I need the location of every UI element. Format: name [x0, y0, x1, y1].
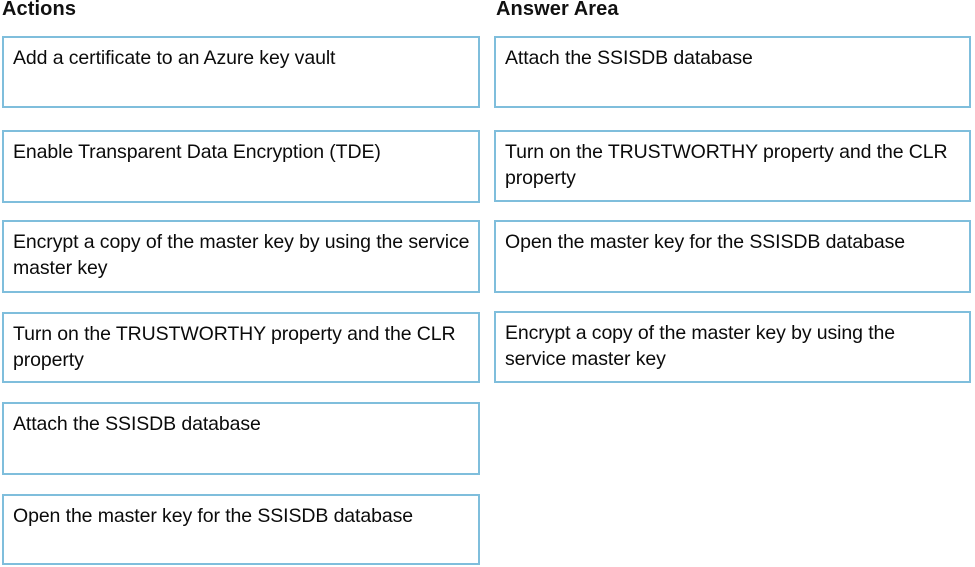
action-card-label: Enable Transparent Data Encryption (TDE) — [13, 141, 381, 163]
answer-card-label: Turn on the TRUSTWORTHY property and the… — [505, 141, 948, 189]
action-card[interactable]: Enable Transparent Data Encryption (TDE) — [2, 130, 480, 203]
action-card[interactable]: Open the master key for the SSISDB datab… — [2, 494, 480, 565]
action-card[interactable]: Add a certificate to an Azure key vault — [2, 36, 480, 108]
action-card[interactable]: Encrypt a copy of the master key by usin… — [2, 220, 480, 293]
answer-card[interactable]: Open the master key for the SSISDB datab… — [494, 220, 971, 293]
action-card[interactable]: Attach the SSISDB database — [2, 402, 480, 475]
answer-area-column-header: Answer Area — [496, 0, 619, 20]
actions-column-header: Actions — [2, 0, 77, 20]
action-card-label: Turn on the TRUSTWORTHY property and the… — [13, 323, 456, 371]
answer-card-label: Open the master key for the SSISDB datab… — [505, 231, 906, 253]
answer-card[interactable]: Turn on the TRUSTWORTHY property and the… — [494, 130, 971, 202]
action-card[interactable]: Turn on the TRUSTWORTHY property and the… — [2, 312, 480, 383]
answer-card[interactable]: Encrypt a copy of the master key by usin… — [494, 311, 971, 383]
action-card-label: Add a certificate to an Azure key vault — [13, 47, 336, 69]
action-card-label: Encrypt a copy of the master key by usin… — [13, 231, 470, 279]
answer-card[interactable]: Attach the SSISDB database — [494, 36, 971, 108]
answer-card-label: Encrypt a copy of the master key by usin… — [505, 322, 896, 370]
action-card-label: Open the master key for the SSISDB datab… — [13, 505, 414, 527]
action-card-label: Attach the SSISDB database — [13, 413, 261, 435]
answer-card-label: Attach the SSISDB database — [505, 47, 753, 69]
